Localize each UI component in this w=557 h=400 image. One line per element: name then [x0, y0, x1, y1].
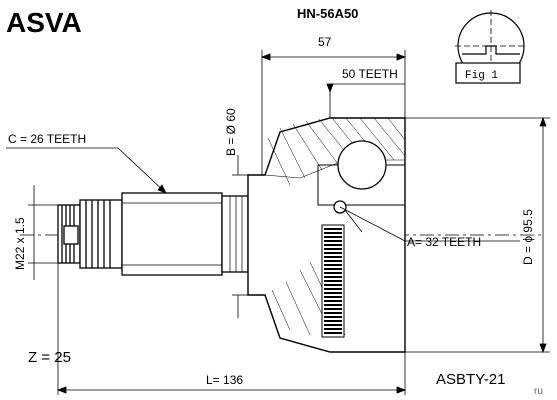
- z-count: Z = 25: [28, 349, 71, 366]
- abs-tooth: [324, 316, 342, 318]
- spline-c-label: C = 26 TEETH: [8, 132, 86, 146]
- thread-label: M22 x 1.5: [13, 217, 27, 270]
- abs-tooth: [324, 240, 342, 242]
- length-l-label: L= 136: [206, 373, 243, 387]
- abs-tone-ring: [321, 224, 345, 338]
- dim-50-teeth: [326, 83, 405, 118]
- threaded-stub: [57, 199, 123, 269]
- fig1-label-box: [455, 62, 521, 84]
- watermark: ru: [534, 386, 543, 397]
- abs-tooth: [324, 300, 342, 302]
- fig1-label: Fig 1: [465, 70, 498, 82]
- dim-b: [232, 155, 248, 318]
- abs-tooth: [324, 248, 342, 250]
- abs-tooth: [324, 268, 342, 270]
- dim-l: [56, 263, 407, 395]
- abs-tooth: [324, 272, 342, 274]
- product-code: ASBTY-21: [436, 371, 506, 388]
- abs-tooth: [324, 236, 342, 238]
- abs-tooth: [324, 304, 342, 306]
- abs-tooth: [324, 228, 342, 230]
- abs-tooth: [324, 288, 342, 290]
- abs-tooth: [324, 256, 342, 258]
- abs-tooth: [324, 320, 342, 322]
- abs-tooth: [324, 280, 342, 282]
- abs-tooth: [324, 328, 342, 330]
- abs-tooth: [324, 252, 342, 254]
- dim-thread: [28, 185, 58, 280]
- diameter-d-label: D = ϕ 95.5: [521, 209, 535, 265]
- brand-logo-text: ASVA: [6, 7, 82, 38]
- abs-tooth: [324, 244, 342, 246]
- abs-tooth: [324, 308, 342, 310]
- abs-tooth: [324, 332, 342, 334]
- inner-teeth-a-label: A= 32 TEETH: [407, 235, 481, 249]
- inner-ball: [333, 140, 387, 233]
- abs-tooth: [324, 292, 342, 294]
- abs-tooth: [324, 284, 342, 286]
- abs-tooth: [324, 276, 342, 278]
- dim-a: [339, 206, 520, 242]
- abs-tooth: [324, 312, 342, 314]
- part-number: HN-56A50: [297, 6, 358, 21]
- abs-tooth: [324, 324, 342, 326]
- bore-b-label: B = Ø 60: [224, 108, 238, 156]
- abs-tooth: [324, 260, 342, 262]
- fig1-inset: Fig 1: [455, 10, 527, 84]
- shaft: [121, 192, 249, 276]
- abs-tooth: [324, 264, 342, 266]
- outer-teeth-label: 50 TEETH: [342, 67, 398, 81]
- dim-width-label: 57: [318, 35, 332, 49]
- abs-tooth: [324, 296, 342, 298]
- dim-c: [6, 147, 167, 194]
- dim-d: [405, 116, 550, 354]
- abs-tooth: [324, 232, 342, 234]
